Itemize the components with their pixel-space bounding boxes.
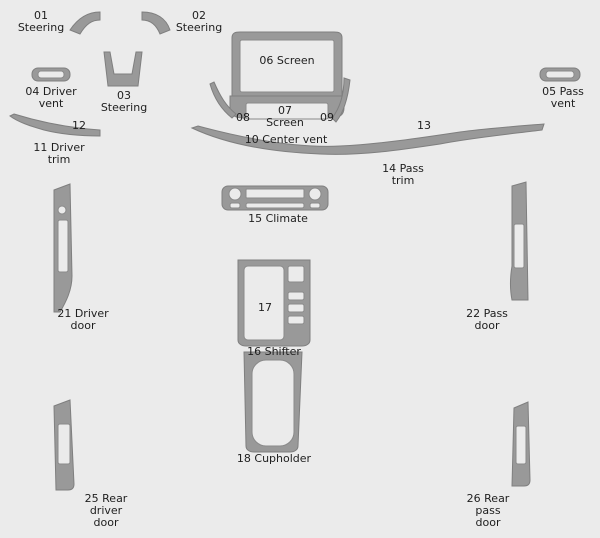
label-06-screen: 06 Screen: [259, 54, 315, 67]
label-08: 08: [236, 111, 250, 124]
piece-01-steering: [69, 11, 101, 35]
piece-13-14-pass-trim: [190, 123, 545, 155]
label-09: 09: [320, 111, 334, 124]
piece-06-screen: [231, 31, 343, 97]
label-18-cupholder: 18 Cupholder: [236, 452, 312, 465]
label-15-climate: 15 Climate: [248, 212, 308, 225]
piece-26-rear-pass-door: [511, 401, 531, 487]
piece-11-12-driver-trim: [9, 113, 101, 137]
piece-16-17-shifter: [237, 259, 311, 347]
piece-22-pass-door: [510, 181, 529, 301]
piece-02-steering: [141, 11, 171, 35]
label-17: 17: [258, 301, 272, 314]
label-10-center-vent: 10 Center vent: [244, 133, 328, 146]
piece-09-screen-side: [331, 77, 351, 123]
piece-21-driver-door: [53, 183, 73, 313]
piece-25-rear-driver-door: [53, 399, 75, 491]
label-13: 13: [417, 119, 431, 132]
piece-15-climate: [221, 185, 329, 211]
piece-05-pass-vent: [539, 67, 581, 82]
label-12: 12: [72, 119, 86, 132]
piece-08-screen-side: [209, 81, 237, 119]
piece-04-driver-vent: [31, 67, 71, 82]
piece-18-cupholder: [243, 351, 303, 453]
label-16-shifter: 16 Shifter: [247, 345, 301, 358]
piece-07-screen: [229, 95, 345, 120]
piece-03-steering: [103, 51, 143, 87]
